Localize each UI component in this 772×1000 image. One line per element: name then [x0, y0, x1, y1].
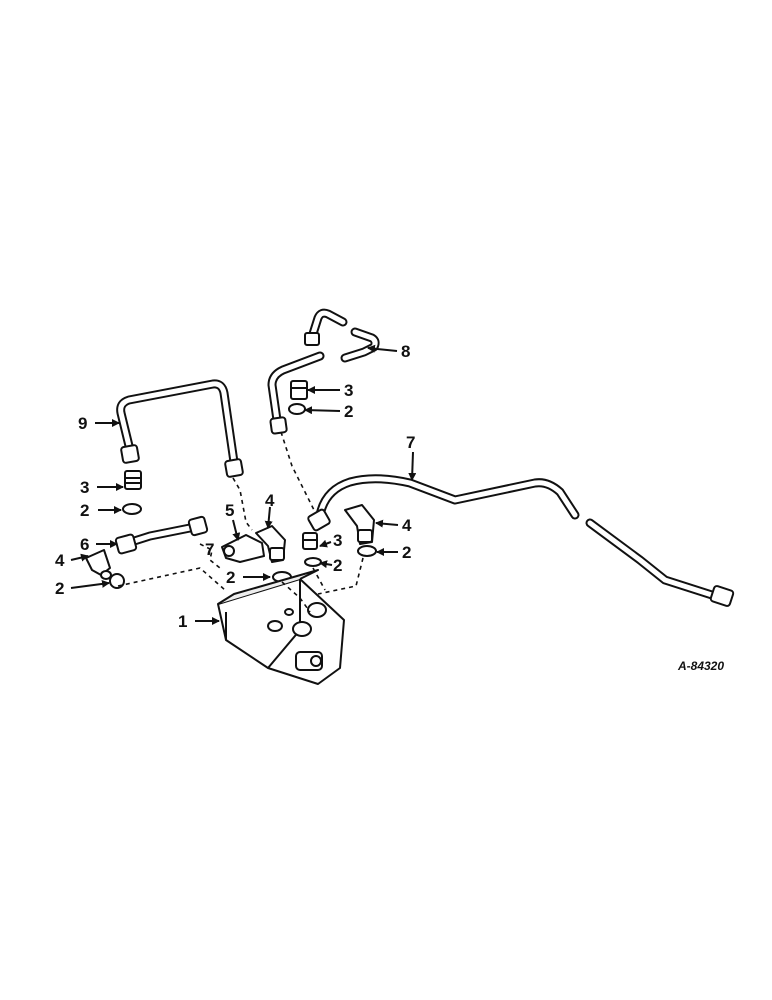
callout-8: 8 [401, 342, 410, 361]
callout-3-center: 3 [333, 531, 342, 550]
connector-part-3-left [124, 470, 142, 490]
elbow-part-4-right [344, 504, 375, 545]
tube-part-7 [307, 474, 735, 607]
tube-part-6 [114, 515, 209, 555]
callout-labels: 1 9 3 2 6 4 2 7 5 4 2 3 2 3 2 8 7 4 2 A-… [55, 342, 724, 673]
callout-7-right: 7 [406, 433, 415, 452]
callout-2-right: 2 [402, 543, 411, 562]
callout-2-left-upper: 2 [80, 501, 89, 520]
callout-4-right: 4 [402, 516, 412, 535]
callout-3-left: 3 [80, 478, 89, 497]
connector-part-3-center [302, 532, 318, 550]
callout-9: 9 [78, 414, 87, 433]
callout-arrows [70, 344, 417, 625]
callout-4-left: 4 [55, 551, 65, 570]
tube-part-9 [116, 379, 244, 478]
connector-part-3-top [290, 380, 308, 400]
valve-body-part-1 [217, 569, 345, 685]
callout-2-center-right: 2 [333, 556, 342, 575]
tube-part-8 [267, 308, 380, 435]
callout-5: 5 [225, 501, 234, 520]
callout-7-left: 7 [205, 540, 214, 559]
callout-1: 1 [178, 612, 187, 631]
elbow-part-4-left [85, 549, 112, 580]
tee-part-5 [221, 534, 265, 563]
callout-4-center: 4 [265, 491, 275, 510]
callout-2-top: 2 [344, 402, 353, 421]
assembly-lines [117, 431, 364, 613]
callout-6: 6 [80, 535, 89, 554]
figure-id: A-84320 [677, 659, 724, 673]
callout-3-top: 3 [344, 381, 353, 400]
callout-2-left-lower: 2 [55, 579, 64, 598]
callout-2-center: 2 [226, 568, 235, 587]
